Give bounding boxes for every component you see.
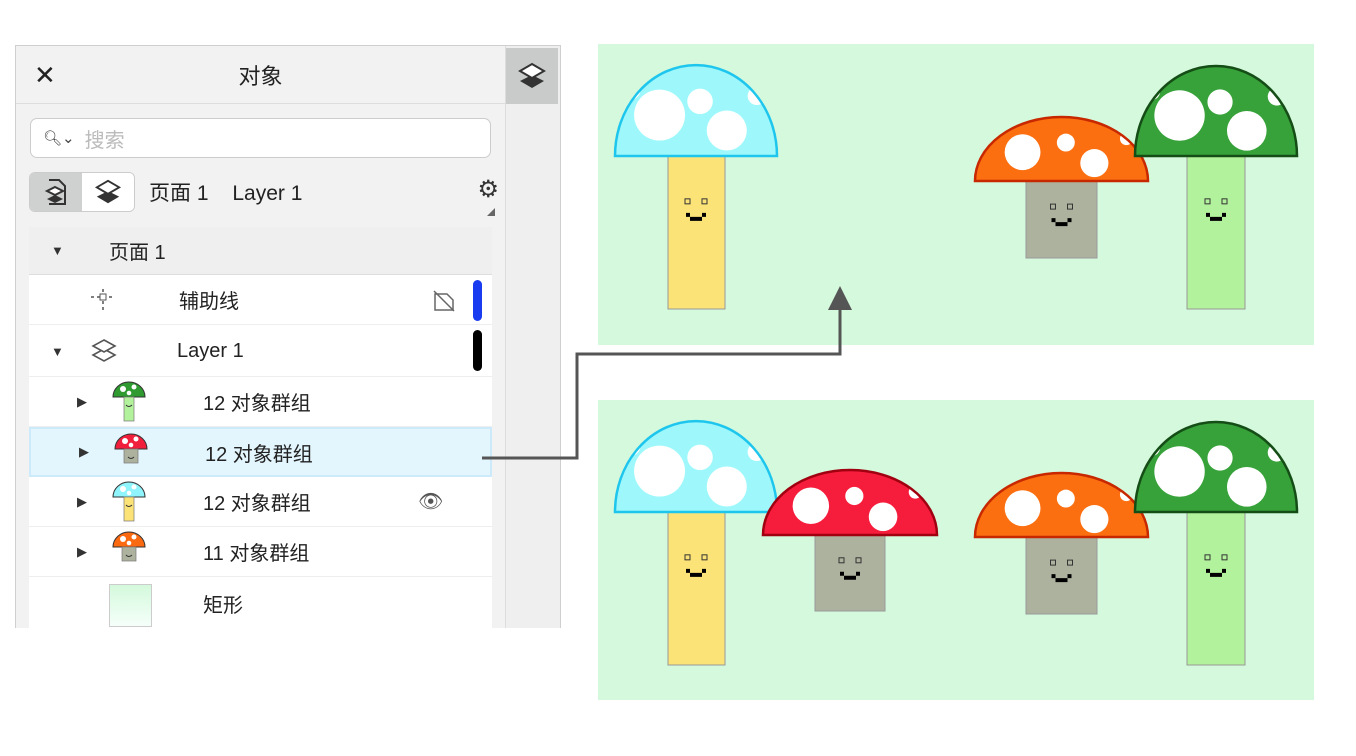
guides-label: 辅助线: [179, 291, 239, 313]
tree-row-group[interactable]: ▶ 12 对象群组 👁︎: [29, 477, 492, 527]
tree-row-group[interactable]: ▶ 12 对象群组: [29, 377, 492, 427]
mushroom-cyan-top[interactable]: [613, 63, 779, 310]
expand-triangle-icon[interactable]: ▶: [77, 493, 87, 509]
mushroom-red-bottom[interactable]: [761, 468, 939, 612]
panel-title: 对象: [238, 63, 283, 89]
search-input[interactable]: 🔍︎⌄ 搜索: [30, 118, 491, 158]
tree-row-guides[interactable]: 辅助线: [29, 275, 492, 325]
collapse-triangle-icon[interactable]: ▼: [51, 243, 64, 258]
layer-icon: [91, 339, 117, 362]
mushroom-orange-top[interactable]: [973, 115, 1150, 259]
close-icon[interactable]: ✕: [34, 60, 56, 90]
arrow-head-icon: [828, 286, 852, 310]
tree-row-group[interactable]: ▶ 11 对象群组: [29, 527, 492, 577]
layer-view-button[interactable]: [82, 173, 134, 211]
layers-icon: [94, 179, 122, 204]
tree-row-group[interactable]: ▶ 12 对象群组: [29, 427, 492, 477]
objects-panel: ✕ 对象 🔍︎⌄ 搜索 页面 1 Layer 1 ⚙ ▼ 页面 1: [15, 45, 561, 628]
collapse-triangle-icon[interactable]: ▼: [51, 344, 64, 359]
mushroom-cyan-bottom[interactable]: [613, 419, 779, 666]
object-tree: ▼ 页面 1 辅助线 ▼ Layer 1 ▶ 12 对象群组 ▶ 12 对象群组…: [29, 227, 492, 628]
view-toolbar: 页面 1 Layer 1 ⚙: [29, 171, 499, 213]
page-label: 页面 1: [109, 242, 166, 264]
tree-row-page[interactable]: ▼ 页面 1: [29, 227, 492, 275]
group-thumbnail: [112, 531, 146, 562]
group-thumbnail: [112, 381, 146, 422]
mushroom-green-bottom[interactable]: [1133, 420, 1299, 666]
expand-triangle-icon[interactable]: ▶: [77, 543, 87, 559]
group-label: 11 对象群组: [203, 543, 310, 565]
expand-triangle-icon[interactable]: ▶: [77, 393, 87, 409]
rectangle-thumbnail: [109, 584, 152, 627]
objects-docker-tab[interactable]: [506, 48, 558, 104]
hidden-eye-icon[interactable]: 👁︎: [418, 491, 444, 513]
expand-triangle-icon[interactable]: ▶: [79, 444, 89, 459]
group-label: 12 对象群组: [205, 443, 313, 466]
resize-handle-icon[interactable]: [487, 208, 495, 216]
tree-row-layer[interactable]: ▼ Layer 1: [29, 327, 492, 377]
view-mode-toggle: [29, 172, 135, 212]
page-layers-icon: [44, 179, 66, 205]
gear-icon[interactable]: ⚙: [477, 176, 499, 203]
lock-disabled-icon[interactable]: [431, 288, 457, 314]
page-view-button[interactable]: [30, 173, 82, 211]
group-thumbnail: [114, 433, 148, 464]
search-placeholder: 搜索: [84, 129, 125, 152]
mushroom-orange-bottom[interactable]: [973, 471, 1150, 615]
rectangle-label: 矩形: [203, 595, 243, 617]
connector-arrow-line: [482, 308, 842, 460]
side-strip: [505, 46, 560, 628]
breadcrumb-page[interactable]: 页面 1: [149, 182, 209, 205]
panel-header: ✕ 对象: [16, 46, 505, 104]
breadcrumb: 页面 1 Layer 1: [149, 177, 320, 207]
guides-icon: [91, 289, 115, 313]
layer-label: Layer 1: [177, 340, 244, 362]
guides-color-swatch[interactable]: [473, 280, 482, 321]
layers-icon: [518, 62, 546, 88]
mushroom-green-top[interactable]: [1133, 64, 1299, 310]
group-label: 12 对象群组: [203, 493, 311, 515]
group-label: 12 对象群组: [203, 393, 311, 415]
layer-color-swatch[interactable]: [473, 330, 482, 371]
search-icon: 🔍︎⌄: [43, 130, 75, 147]
tree-row-rectangle[interactable]: 矩形: [29, 579, 492, 628]
breadcrumb-layer[interactable]: Layer 1: [232, 182, 303, 205]
group-thumbnail: [112, 481, 146, 522]
